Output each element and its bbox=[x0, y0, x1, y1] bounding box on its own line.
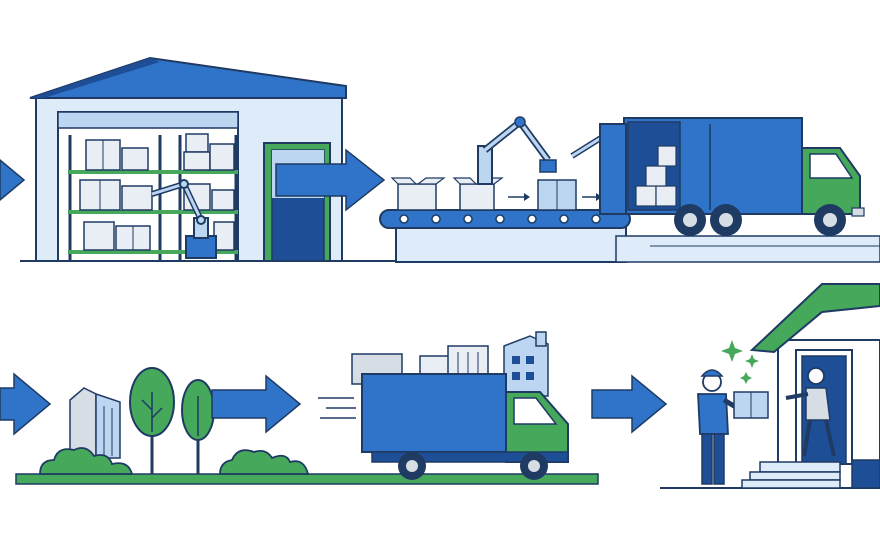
robotic-arm-icon bbox=[477, 116, 557, 185]
bottom-row bbox=[0, 283, 880, 489]
courier-person-icon bbox=[697, 369, 769, 485]
flow-arrow-icon bbox=[0, 372, 52, 436]
robotic-arm-icon bbox=[151, 179, 217, 259]
cardboard-box-icon bbox=[211, 189, 235, 211]
cardboard-box-icon bbox=[657, 145, 677, 167]
cardboard-box-icon bbox=[185, 133, 209, 153]
flow-arrow-icon bbox=[591, 374, 668, 434]
sparkle-icon bbox=[740, 372, 752, 384]
house-icon bbox=[741, 283, 880, 489]
cardboard-box-icon bbox=[121, 185, 153, 211]
storage-building-icon bbox=[69, 387, 121, 459]
flow-arrow-icon bbox=[275, 148, 386, 212]
sparkle-icon bbox=[721, 340, 743, 362]
cardboard-box-icon bbox=[645, 165, 667, 187]
road bbox=[15, 473, 599, 485]
bush-icon bbox=[219, 449, 310, 475]
storage-shelf-icon bbox=[68, 133, 238, 260]
motion-lines bbox=[318, 397, 356, 419]
cardboard-box-icon bbox=[390, 177, 446, 211]
cardboard-box-icon bbox=[183, 151, 211, 171]
customer-person-icon bbox=[785, 367, 836, 457]
cardboard-box-icon bbox=[121, 147, 149, 171]
conveyor-belt-icon bbox=[379, 177, 631, 263]
cardboard-box-icon bbox=[83, 221, 115, 251]
flow-arrow-icon bbox=[211, 374, 302, 434]
sparkle-icon bbox=[745, 354, 759, 368]
tree-icon bbox=[129, 367, 175, 474]
flow-arrow-icon bbox=[0, 159, 26, 201]
top-row bbox=[0, 56, 880, 263]
cardboard-box-icon bbox=[537, 179, 577, 211]
cardboard-box-icon bbox=[655, 185, 677, 207]
cargo-truck-icon bbox=[599, 117, 865, 236]
tree-icon bbox=[181, 379, 215, 474]
bush-icon bbox=[39, 447, 134, 475]
cargo-truck-icon bbox=[361, 373, 569, 480]
cardboard-box-icon bbox=[635, 185, 657, 207]
cardboard-box-icon bbox=[209, 143, 235, 171]
loading-dock bbox=[615, 235, 880, 263]
